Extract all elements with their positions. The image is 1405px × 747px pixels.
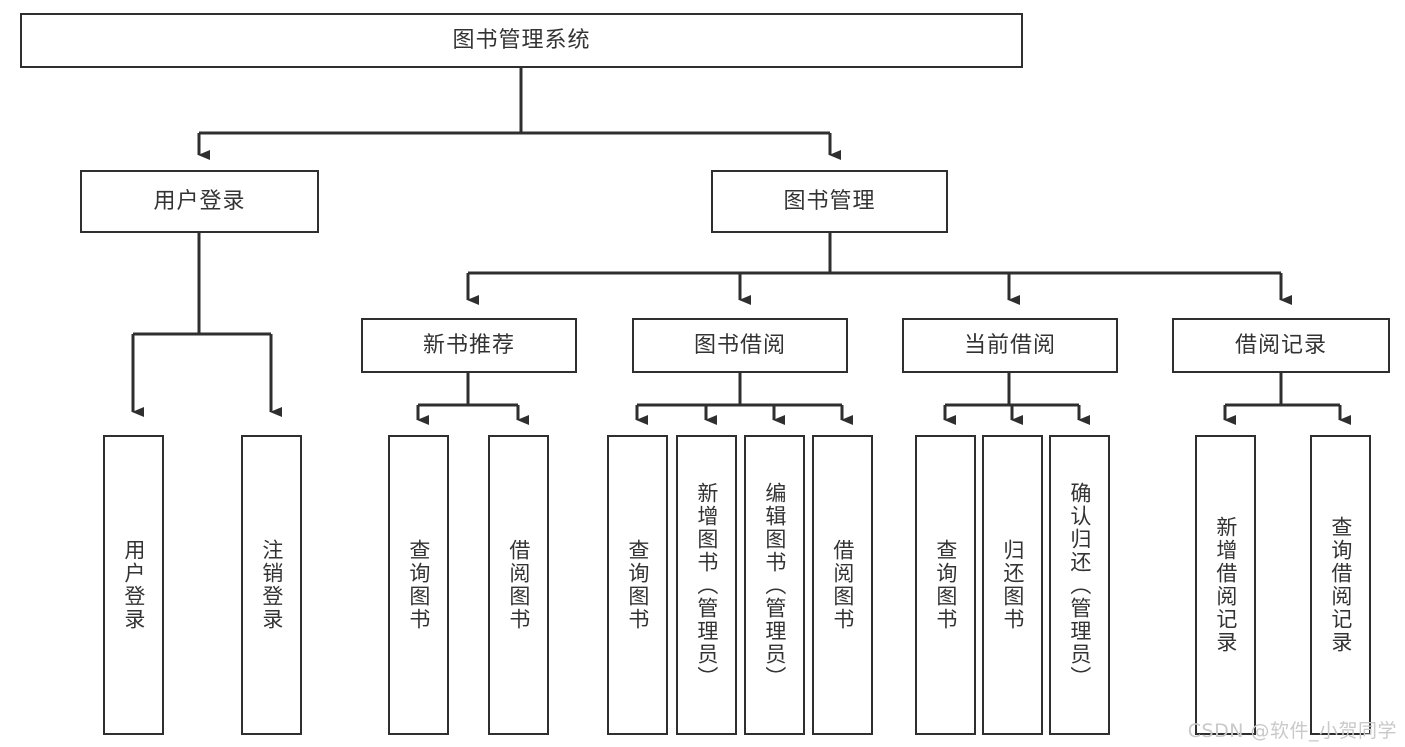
node-book-borrow-label: 图书借阅 — [693, 332, 786, 358]
node-leaf-borrow-edit[interactable]: 编辑图书（管理员） — [744, 435, 805, 735]
node-leaf-label: 查询借阅记录 — [1328, 516, 1353, 654]
node-new-book-recommend[interactable]: 新书推荐 — [361, 318, 577, 373]
node-leaf-record-query[interactable]: 查询借阅记录 — [1310, 435, 1371, 735]
node-leaf-borrow-add[interactable]: 新增图书（管理员） — [676, 435, 737, 735]
node-user-login-label: 用户登录 — [153, 188, 246, 214]
node-leaf-borrow-borrow[interactable]: 借阅图书 — [812, 435, 873, 735]
node-leaf-borrow-query[interactable]: 查询图书 — [607, 435, 668, 735]
node-leaf-label: 查询图书 — [625, 539, 650, 631]
node-book-management-label: 图书管理 — [783, 188, 876, 214]
node-leaf-label: 借阅图书 — [830, 539, 855, 631]
node-leaf-label: 用户登录 — [121, 539, 146, 631]
node-root[interactable]: 图书管理系统 — [20, 13, 1023, 68]
node-leaf-label: 确认归还（管理员） — [1067, 481, 1092, 689]
node-leaf-label: 归还图书 — [1000, 539, 1025, 631]
node-root-label: 图书管理系统 — [452, 27, 591, 53]
node-leaf-label: 查询图书 — [933, 539, 958, 631]
node-leaf-label: 查询图书 — [406, 539, 431, 631]
node-new-book-recommend-label: 新书推荐 — [422, 332, 515, 358]
node-leaf-user-login-login[interactable]: 用户登录 — [103, 435, 164, 735]
node-leaf-current-query[interactable]: 查询图书 — [915, 435, 976, 735]
node-leaf-label: 编辑图书（管理员） — [762, 481, 787, 689]
node-leaf-label: 注销登录 — [259, 539, 284, 631]
node-leaf-label: 新增图书（管理员） — [694, 481, 719, 689]
node-leaf-label: 借阅图书 — [506, 539, 531, 631]
node-leaf-newbook-borrow[interactable]: 借阅图书 — [488, 435, 549, 735]
node-leaf-label: 新增借阅记录 — [1213, 516, 1238, 654]
node-leaf-record-add[interactable]: 新增借阅记录 — [1195, 435, 1256, 735]
node-borrow-record[interactable]: 借阅记录 — [1172, 318, 1390, 373]
node-book-borrow[interactable]: 图书借阅 — [632, 318, 848, 373]
node-user-login[interactable]: 用户登录 — [80, 170, 319, 233]
node-leaf-current-return[interactable]: 归还图书 — [982, 435, 1043, 735]
node-book-management[interactable]: 图书管理 — [711, 170, 948, 233]
node-leaf-current-confirm-return[interactable]: 确认归还（管理员） — [1049, 435, 1110, 735]
node-leaf-newbook-query[interactable]: 查询图书 — [388, 435, 449, 735]
node-current-borrow[interactable]: 当前借阅 — [902, 318, 1118, 373]
node-current-borrow-label: 当前借阅 — [963, 332, 1056, 358]
node-leaf-user-login-logout[interactable]: 注销登录 — [241, 435, 302, 735]
node-borrow-record-label: 借阅记录 — [1234, 332, 1327, 358]
